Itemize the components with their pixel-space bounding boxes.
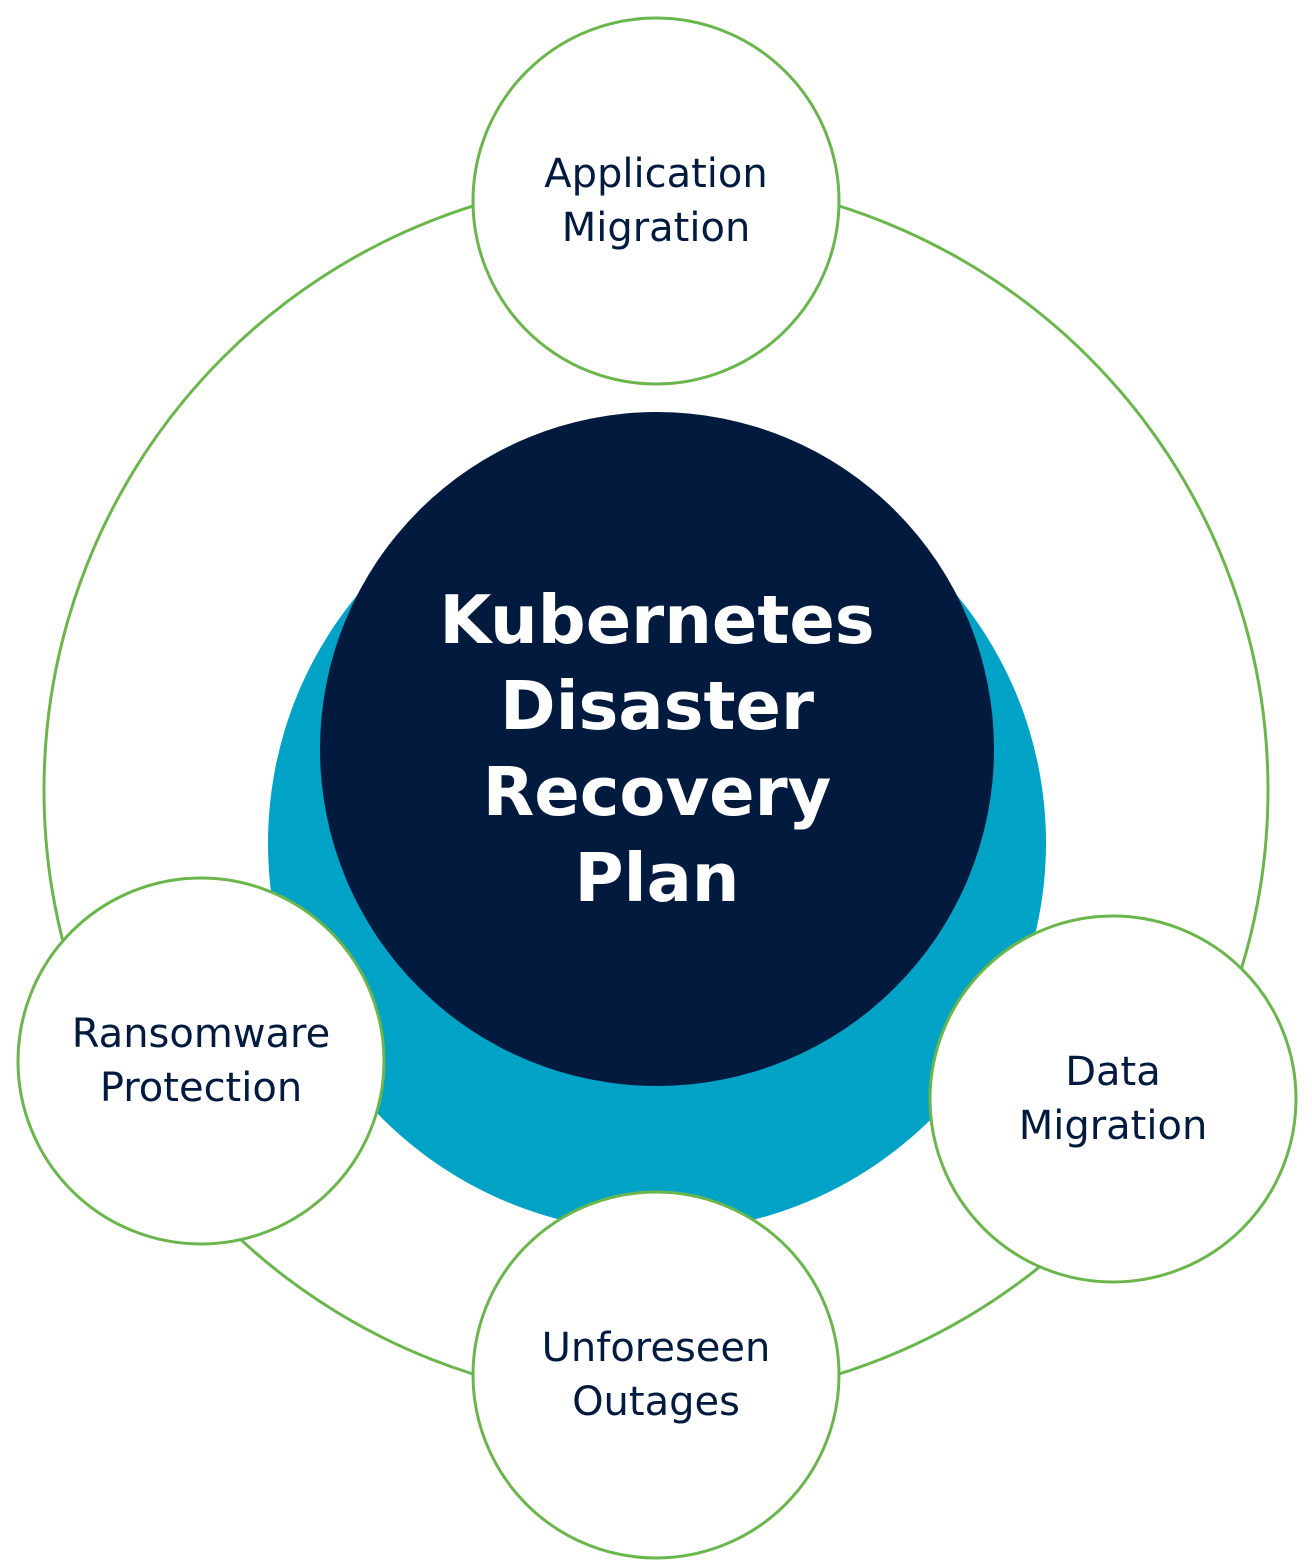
node-circle-ransomware-protection [16,876,386,1246]
node-label-line: Protection [99,1065,303,1111]
node-label-line: Unforeseen [541,1325,771,1371]
node-label-data-migration: Data Migration [930,916,1296,1282]
node-label-line: Ransomware [71,1011,331,1057]
node-circle-data-migration [928,914,1298,1284]
node-label-line: Migration [561,205,751,251]
center-title-line: Disaster [499,667,815,745]
node-label-line: Migration [1018,1103,1208,1149]
node-circle-unforeseen-outages [471,1190,841,1560]
node-label-unforeseen-outages: Unforeseen Outages [473,1192,839,1558]
node-label-line: Application [544,151,768,197]
center-title: Kubernetes Disaster Recovery Plan [320,412,994,1086]
node-label-application-migration: Application Migration [473,18,839,384]
center-circle [320,412,994,1086]
node-label-ransomware-protection: Ransomware Protection [18,878,384,1244]
node-label-line: Data [1065,1049,1161,1095]
center-title-line: Kubernetes [439,581,875,659]
center-title-line: Plan [574,839,740,917]
node-label-line: Outages [572,1379,740,1425]
center-title-line: Recovery [482,753,832,831]
node-circle-application-migration [471,16,841,386]
